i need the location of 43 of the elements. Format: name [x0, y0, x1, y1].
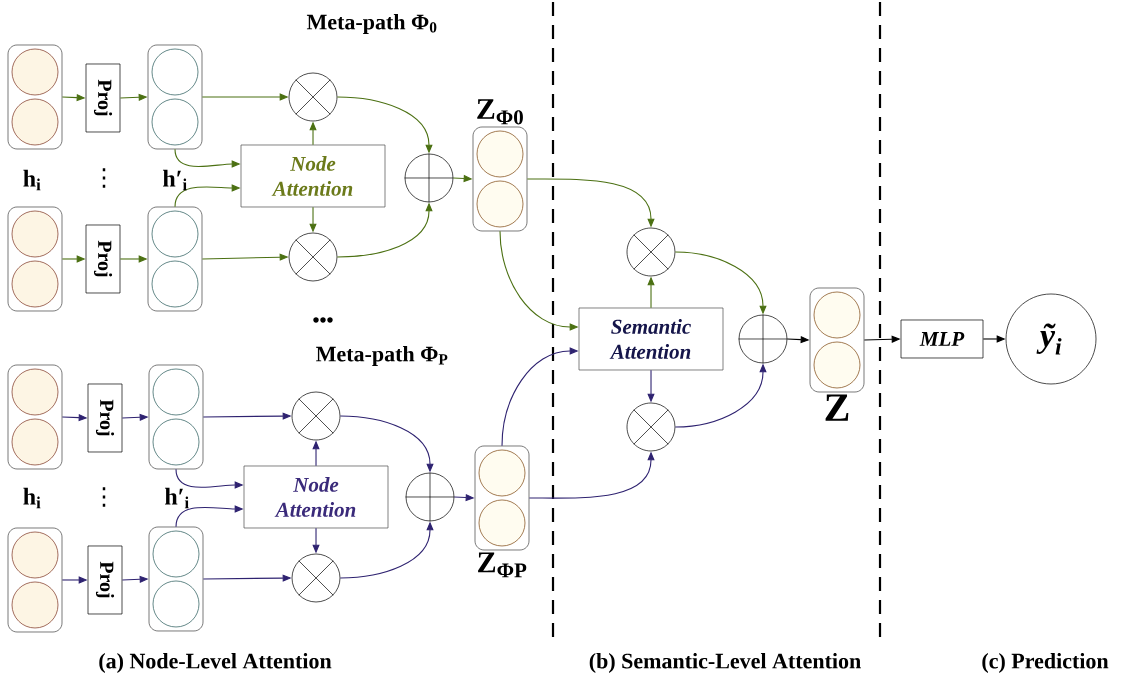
projection-box: Proj — [87, 545, 123, 615]
text-label: (a) Node-Level Attention — [99, 653, 332, 673]
node-label: Z$_{ΦP}$ — [478, 552, 527, 578]
vector-box — [147, 206, 203, 312]
multiply-symbol — [626, 402, 676, 452]
text-label: ⋮ — [102, 168, 106, 188]
text-label: Meta-path Φ$_{0}$ — [306, 14, 437, 34]
text-label: h$_{i}$ — [23, 169, 41, 191]
projection-box: Proj — [85, 63, 121, 133]
multiply-symbol — [288, 72, 338, 122]
text-label: (b) Semantic-Level Attention — [589, 653, 861, 673]
vector-box — [7, 527, 63, 633]
text-label: (c) Prediction — [982, 653, 1109, 673]
text-label: h′$_{i}$ — [163, 169, 187, 191]
multiply-symbol — [288, 232, 338, 282]
multiply-symbol — [291, 391, 341, 441]
vector-box: Z$_{ΦP}$ — [474, 445, 530, 578]
multiply-symbol — [626, 227, 676, 277]
sum-symbol — [738, 314, 788, 364]
text-label: ⋮ — [102, 487, 106, 507]
vector-box — [148, 364, 204, 470]
multiply-symbol — [291, 553, 341, 603]
vector-box — [147, 44, 203, 150]
text-label: h′$_{i}$ — [164, 487, 189, 509]
attention-box: Node Attention — [240, 144, 386, 208]
vector-box — [7, 44, 63, 150]
attention-box: Node Attention — [243, 465, 389, 529]
vector-box — [7, 206, 63, 312]
vector-box — [148, 526, 204, 632]
attention-box: Semantic Attention — [578, 307, 724, 371]
node-label: Z$_{Φ0}$ — [477, 99, 523, 125]
text-label: Meta-path Φ$_{P}$ — [316, 346, 448, 366]
mlp-box: MLP — [900, 319, 984, 359]
sum-symbol — [405, 472, 455, 522]
vector-box: Z — [809, 287, 865, 421]
node-label: Z — [825, 394, 849, 421]
vector-box: Z$_{Φ0}$ — [472, 99, 528, 232]
text-label: ••• — [313, 317, 333, 323]
text-label: h$_{i}$ — [23, 487, 41, 509]
vector-box — [7, 364, 63, 470]
sum-symbol — [404, 153, 454, 203]
projection-box: Proj — [87, 383, 123, 453]
projection-box: Proj — [85, 224, 121, 294]
